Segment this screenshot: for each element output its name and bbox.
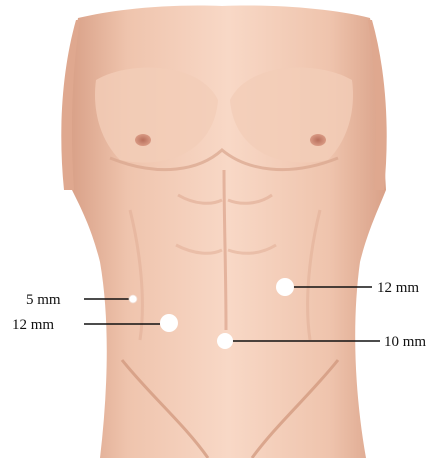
port-marker bbox=[129, 295, 137, 303]
port-label: 10 mm bbox=[384, 334, 426, 350]
port-label: 12 mm bbox=[377, 280, 419, 296]
port-label: 5 mm bbox=[26, 292, 61, 308]
port-label: 12 mm bbox=[12, 317, 54, 333]
left-nipple bbox=[135, 134, 151, 146]
port-marker bbox=[276, 278, 294, 296]
port-marker bbox=[217, 333, 233, 349]
right-nipple bbox=[310, 134, 326, 146]
port-marker bbox=[160, 314, 178, 332]
